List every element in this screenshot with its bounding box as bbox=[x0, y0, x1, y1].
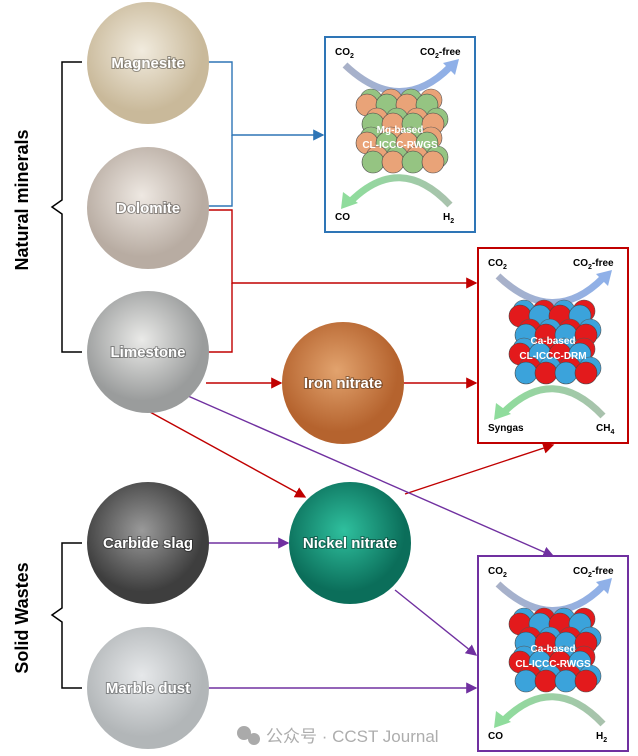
reductant-label: CH4 bbox=[596, 423, 614, 436]
input-gas-label: CO2 bbox=[488, 258, 507, 271]
process-name: CL-ICCC-RWGS bbox=[362, 140, 438, 151]
gas-flow-top-arrow bbox=[495, 581, 606, 614]
magnesite-node: Magnesite bbox=[87, 2, 209, 124]
nickel-nitrate-node: Nickel nitrate bbox=[289, 482, 411, 604]
carbide-slag-node: Carbide slag bbox=[87, 482, 209, 604]
sphere bbox=[554, 669, 578, 693]
sphere bbox=[574, 361, 598, 385]
sorbent-sphere-cluster bbox=[508, 607, 602, 693]
arrowhead-icon bbox=[494, 403, 511, 420]
sphere bbox=[514, 361, 538, 385]
sphere bbox=[514, 669, 538, 693]
natural-minerals-label: Natural minerals bbox=[12, 129, 32, 270]
arrow-dolomite-drm bbox=[208, 209, 478, 289]
iron-nitrate-label: Iron nitrate bbox=[304, 375, 382, 392]
limestone-node: Limestone bbox=[87, 291, 209, 413]
sorbent-sphere-cluster bbox=[355, 88, 449, 174]
reductant-label: H2 bbox=[443, 212, 454, 225]
limestone-label: Limestone bbox=[110, 344, 185, 361]
marble-dust-node: Marble dust bbox=[87, 627, 209, 749]
sphere bbox=[554, 361, 578, 385]
dolomite-node: Dolomite bbox=[87, 147, 209, 269]
process-line1: Ca-based bbox=[530, 336, 575, 347]
arrowhead-icon bbox=[596, 270, 612, 286]
sphere bbox=[381, 150, 405, 174]
nickel-nitrate-label: Nickel nitrate bbox=[303, 535, 397, 552]
process-name: CL-ICCC-DRM bbox=[519, 351, 586, 362]
input-gas-label: CO2 bbox=[488, 566, 507, 579]
arrow-limestone-drm bbox=[208, 283, 233, 353]
watermark: 公众号 · CCST Journal bbox=[237, 726, 439, 746]
gas-flow-top-arrow bbox=[342, 62, 453, 95]
sphere bbox=[361, 150, 385, 174]
arrow-nickel-rwgs bbox=[394, 589, 478, 656]
arrow-magnesite-mg bbox=[208, 61, 325, 141]
input-gas-label: CO2 bbox=[335, 47, 354, 60]
process-line1: Mg-based bbox=[377, 125, 424, 136]
sorbent-sphere-cluster bbox=[508, 299, 602, 385]
arrow-nickel-drm bbox=[404, 442, 555, 495]
iron-nitrate-node: Iron nitrate bbox=[282, 322, 404, 444]
arrowhead-icon bbox=[596, 578, 612, 594]
sphere bbox=[574, 669, 598, 693]
gas-flow-bottom-arrow bbox=[500, 385, 606, 419]
wechat-icon bbox=[237, 726, 251, 740]
solid-wastes-label: Solid Wastes bbox=[12, 562, 32, 673]
gas-flow-bottom-arrow bbox=[500, 693, 606, 727]
arrowhead-icon bbox=[443, 59, 459, 75]
magnesite-label: Magnesite bbox=[111, 55, 184, 72]
product-label: Syngas bbox=[488, 423, 524, 434]
marble-dust-label: Marble dust bbox=[106, 680, 190, 697]
carbide-slag-label: Carbide slag bbox=[103, 535, 193, 552]
sphere bbox=[534, 669, 558, 693]
gas-flow-bottom-arrow bbox=[347, 174, 453, 208]
arrow-limestone-nickel bbox=[149, 411, 307, 498]
arrow-limestone-rwgs bbox=[187, 395, 555, 558]
arrowhead-icon bbox=[341, 192, 358, 209]
solid-wastes-bracket bbox=[50, 542, 82, 689]
sphere bbox=[534, 361, 558, 385]
dolomite-label: Dolomite bbox=[116, 200, 180, 217]
output-gas-label: CO2-free bbox=[573, 566, 614, 579]
output-gas-label: CO2-free bbox=[420, 47, 461, 60]
process-name: CL-ICCC-RWGS bbox=[515, 659, 591, 670]
process-line1: Ca-based bbox=[530, 644, 575, 655]
output-gas-label: CO2-free bbox=[573, 258, 614, 271]
arrow-dolomite-mg bbox=[208, 135, 233, 207]
natural-minerals-bracket bbox=[50, 61, 82, 353]
gas-flow-top-arrow bbox=[495, 273, 606, 306]
watermark-text: 公众号 · CCST Journal bbox=[266, 727, 439, 746]
product-label: CO bbox=[488, 731, 503, 742]
arrowhead-icon bbox=[494, 711, 511, 728]
product-label: CO bbox=[335, 212, 350, 223]
sphere bbox=[421, 150, 445, 174]
reductant-label: H2 bbox=[596, 731, 607, 744]
sphere bbox=[401, 150, 425, 174]
